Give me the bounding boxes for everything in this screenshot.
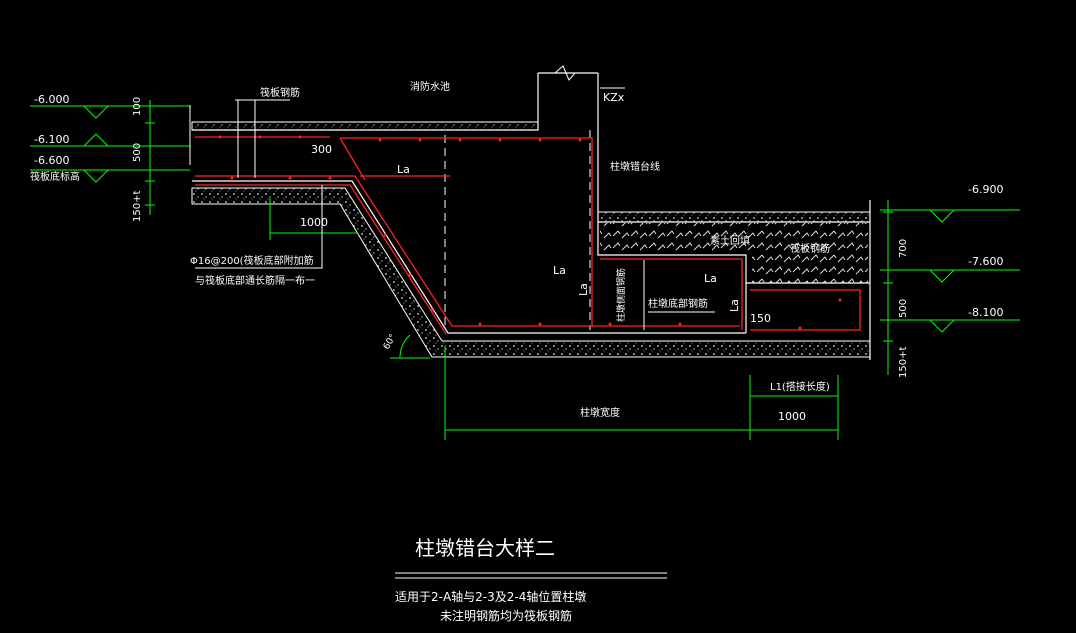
break-mark	[554, 65, 576, 81]
dim-500b: 500	[898, 299, 909, 318]
level-8100: -8.100	[968, 306, 1003, 319]
level-6100: -6.100	[34, 133, 69, 146]
label-raft-rebar-2: 筏板钢筋	[790, 242, 830, 255]
soil-backfill	[600, 223, 868, 283]
title-note-1: 适用于2-A轴与2-3及2-4轴位置柱墩	[395, 589, 586, 604]
label-pier-step-line: 柱墩错台线	[610, 160, 660, 173]
level-7600: -7.600	[968, 255, 1003, 268]
label-pier-bottom-rebar: 柱墩底部钢筋	[648, 297, 708, 310]
label-raft-rebar: 筏板钢筋	[260, 86, 300, 99]
label-add-rebar-1: Φ16@200(筏板底部附加筋	[190, 254, 314, 267]
label-add-rebar-2: 与筏板底部通长筋隔一布一	[195, 274, 315, 287]
rebar-dots	[218, 135, 842, 330]
title-block: 柱墩错台大样二 适用于2-A轴与2-3及2-4轴位置柱墩 未注明钢筋均为筏板钢筋	[395, 536, 667, 623]
label-backfill: 素土回填	[710, 234, 750, 247]
dim-150t: 150+t	[132, 191, 143, 222]
level-6600: -6.600	[34, 154, 69, 167]
label-la3: La	[704, 272, 717, 285]
dimension-lines	[30, 100, 1020, 440]
label-kz: KZx	[603, 91, 625, 104]
dashed-lines	[444, 130, 591, 330]
label-la2: La	[553, 264, 566, 277]
dim-150: 150	[750, 312, 771, 325]
dim-100: 100	[132, 97, 143, 116]
level-6000: -6.000	[34, 93, 69, 106]
dim-300: 300	[311, 143, 332, 156]
concrete-cushion	[191, 121, 871, 358]
angle-60: 60°	[382, 333, 399, 352]
dim-1000: 1000	[300, 216, 328, 229]
label-la5: La	[728, 299, 741, 312]
label-l1-note: L1(搭接长度)	[770, 380, 830, 393]
label-pier-side-rebar: 柱墩侧面钢筋	[615, 268, 627, 322]
raft-bottom-level: 筏板底标高	[30, 170, 80, 183]
pier-outline	[192, 72, 871, 360]
dim-1000b: 1000	[778, 410, 806, 423]
dim-500: 500	[132, 143, 143, 162]
dim-700: 700	[898, 239, 909, 258]
label-la4: La	[577, 283, 590, 296]
dim-150tb: 150+t	[898, 347, 909, 378]
title-note-2: 未注明钢筋均为筏板钢筋	[440, 608, 572, 623]
leader-lines	[189, 87, 715, 330]
level-6900: -6.900	[968, 183, 1003, 196]
label-pier-width: 柱墩宽度	[580, 406, 620, 419]
label-la1: La	[397, 163, 410, 176]
drawing-title: 柱墩错台大样二	[415, 536, 555, 560]
rebar	[195, 136, 861, 335]
label-fire-pool: 消防水池	[410, 80, 450, 93]
